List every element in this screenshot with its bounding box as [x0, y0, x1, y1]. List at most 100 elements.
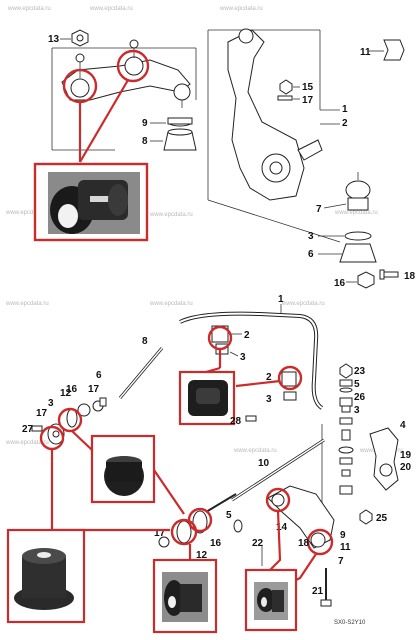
watermark: www.epcdata.ru — [5, 440, 49, 446]
label-16b: 16 — [210, 538, 222, 549]
label-9: 9 — [142, 118, 148, 129]
label-17c: 17 — [154, 528, 166, 539]
watermark: www.epcdata.ru — [334, 210, 378, 216]
knuckle-frame — [207, 29, 341, 243]
label-2b: 2 — [266, 372, 272, 383]
circlip-3: 3 — [308, 231, 372, 242]
label-3c: 3 — [354, 405, 360, 416]
label-21: 21 — [312, 586, 324, 597]
label-11: 11 — [360, 47, 371, 58]
watermark: www.epcdata.ru — [149, 301, 193, 307]
bushing-photo-bottom-right — [244, 568, 298, 632]
bushing-photo-bottom-mid — [152, 558, 218, 634]
bushing-photo-bottom-left — [6, 528, 86, 624]
label-17a: 17 — [88, 384, 100, 395]
label-8b: 8 — [142, 336, 148, 347]
label-22: 22 — [252, 538, 264, 549]
bushing-photo-mid — [90, 434, 156, 504]
label-19: 19 — [400, 450, 412, 461]
highlight-circle-rear-bushing — [116, 49, 150, 83]
label-12b: 12 — [196, 550, 208, 561]
label-17: 17 — [302, 95, 314, 106]
watermark: www.epcdata.ru — [89, 6, 133, 12]
middle-stack — [321, 417, 354, 510]
watermark: www.epcdata.ru — [5, 301, 49, 307]
watermark: www.epcdata.ru — [219, 6, 263, 12]
label-2a: 2 — [244, 330, 250, 341]
bolt-18: 18 — [379, 269, 416, 282]
label-28: 28 — [230, 416, 242, 427]
highlight-circle-left-1 — [57, 407, 83, 433]
bolt-21: 21 — [312, 568, 332, 607]
label-17b: 17 — [36, 408, 48, 419]
nut-16: 16 — [334, 271, 375, 289]
bushing-photo-top — [33, 162, 149, 242]
label-27: 27 — [22, 424, 34, 435]
washer-5b: 5 — [226, 510, 243, 533]
label-13: 13 — [48, 34, 60, 45]
bolt-17: 17 — [277, 95, 314, 106]
label-6: 6 — [96, 370, 102, 381]
upper-control-arm — [61, 39, 191, 108]
connector-line — [235, 379, 281, 388]
diagram-code: SX0-S2Y10 — [334, 620, 366, 626]
label-12a: 12 — [60, 388, 72, 399]
label-25: 25 — [376, 513, 388, 524]
label-16: 16 — [334, 278, 346, 289]
label-16a: 16 — [66, 384, 78, 395]
watermark: www.epcdata.ru — [149, 212, 193, 218]
label-26: 26 — [354, 392, 366, 403]
connector-line — [269, 510, 282, 571]
label-4: 4 — [400, 420, 406, 431]
connector-line — [295, 553, 317, 581]
label-14: 14 — [276, 522, 288, 533]
strut-bushing-lower: 17 16 12 — [154, 493, 237, 561]
label-1: 1 — [342, 104, 348, 115]
bar-bushing-upper: 2 3 — [211, 325, 250, 363]
stabilizer-bar: 1 — [179, 294, 324, 410]
label-7: 7 — [316, 204, 322, 215]
label-3d: 3 — [48, 398, 54, 409]
label-bar-1: 1 — [278, 294, 284, 305]
steering-knuckle — [227, 28, 323, 201]
label-5a: 5 — [354, 379, 360, 390]
label-8: 8 — [142, 136, 148, 147]
bushing-9: 9 — [142, 117, 193, 129]
radius-rod-10: 10 — [231, 438, 325, 502]
highlight-circle-strut-2 — [187, 507, 213, 533]
left-hardware: 17 16 12 6 17 3 27 — [22, 370, 107, 445]
nut-15: 15 — [279, 79, 314, 95]
label-10: 10 — [258, 458, 270, 469]
connector-line — [71, 430, 93, 451]
watermark: www.epcdata.ru — [233, 448, 277, 454]
stabilizer-link-8: 8 — [118, 336, 164, 399]
bolt-28: 28 — [230, 415, 257, 427]
bolt-22: 22 — [252, 538, 264, 566]
label-3a: 3 — [240, 352, 246, 363]
highlight-circle-arm-rear — [306, 528, 334, 556]
nut-13: 13 — [48, 29, 89, 47]
highlight-circle-bar-bushing-right — [277, 365, 303, 391]
watermark: www.epcdata.ru — [5, 210, 49, 216]
label-6: 6 — [308, 249, 314, 260]
label-9b: 9 — [340, 530, 346, 541]
watermark: www.epcdata.ru — [281, 301, 325, 307]
ball-joint-7: 7 — [316, 172, 371, 215]
bushing-photo-bar — [178, 370, 236, 426]
nut-25: 25 — [359, 509, 388, 525]
label-2: 2 — [342, 118, 348, 129]
label-3: 3 — [308, 231, 314, 242]
connector-line — [79, 79, 129, 163]
right-hardware: 23 5 26 3 — [339, 363, 366, 416]
clip-11: 11 — [360, 39, 405, 61]
knuckle-bottom: 4 19 20 — [369, 420, 412, 491]
boot-8: 8 — [142, 128, 197, 151]
boot-6: 6 — [308, 243, 377, 263]
label-18b: 18 — [298, 538, 310, 549]
watermark: www.epcdata.ru — [7, 6, 51, 12]
label-23: 23 — [354, 366, 366, 377]
label-15: 15 — [302, 82, 314, 93]
label-20: 20 — [400, 462, 412, 473]
lower-control-arm — [267, 485, 335, 549]
